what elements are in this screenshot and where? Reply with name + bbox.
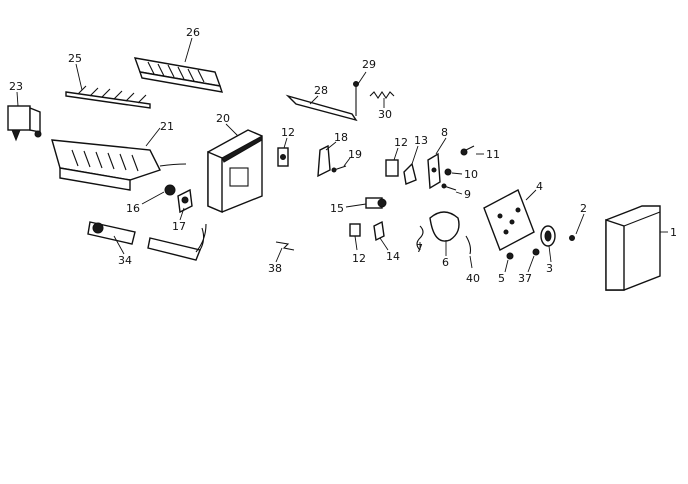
callout-23: 23 bbox=[9, 80, 23, 93]
part-38-clip bbox=[275, 241, 295, 263]
callout-37: 37 bbox=[518, 272, 532, 285]
callout-17: 17 bbox=[172, 220, 186, 233]
callout-34: 34 bbox=[118, 254, 132, 267]
callout-15: 15 bbox=[330, 202, 344, 215]
callout-6: 6 bbox=[442, 256, 449, 269]
callout-12-b: 12 bbox=[394, 136, 408, 149]
part-30-spring bbox=[369, 91, 395, 108]
part-12-switch-b bbox=[385, 147, 399, 177]
callout-8: 8 bbox=[441, 126, 448, 139]
part-14-clip bbox=[373, 220, 389, 251]
callout-19: 19 bbox=[348, 148, 362, 161]
part-12-switch-a bbox=[277, 137, 289, 167]
part-10-pin bbox=[444, 168, 463, 176]
part-34-fill-cup bbox=[87, 221, 207, 261]
part-7-spring bbox=[416, 225, 424, 251]
part-26-ejector bbox=[133, 37, 224, 93]
part-8-bracket bbox=[427, 137, 447, 190]
part-28-arm bbox=[285, 94, 358, 122]
callout-16: 16 bbox=[126, 202, 140, 215]
callout-3: 3 bbox=[546, 262, 553, 275]
part-1-cover bbox=[605, 205, 668, 291]
callout-30: 30 bbox=[378, 108, 392, 121]
callout-12-c: 12 bbox=[352, 252, 366, 265]
callout-28: 28 bbox=[314, 84, 328, 97]
part-3-gear bbox=[540, 225, 556, 263]
part-9-screw bbox=[441, 183, 463, 195]
callout-21: 21 bbox=[160, 120, 174, 133]
callout-4: 4 bbox=[536, 180, 543, 193]
part-29-shaft bbox=[353, 71, 367, 116]
part-18-linkage bbox=[317, 141, 337, 178]
callout-20: 20 bbox=[216, 112, 230, 125]
part-6-cam bbox=[429, 211, 460, 256]
callout-2: 2 bbox=[580, 202, 587, 215]
part-15-shaft bbox=[345, 197, 387, 209]
part-12-switch-c bbox=[349, 223, 361, 251]
part-37-screw bbox=[527, 248, 540, 273]
callout-38: 38 bbox=[268, 262, 282, 275]
callout-10: 10 bbox=[464, 168, 478, 181]
callout-1: 1 bbox=[670, 226, 677, 239]
callout-12-a: 12 bbox=[281, 126, 295, 139]
part-5-screw bbox=[504, 252, 514, 273]
part-2-screw bbox=[569, 213, 585, 241]
callout-14: 14 bbox=[386, 250, 400, 263]
part-40-wire bbox=[465, 235, 473, 269]
part-11-screw bbox=[460, 145, 484, 156]
callout-11: 11 bbox=[486, 148, 500, 161]
part-4-plate bbox=[483, 189, 537, 251]
callout-18: 18 bbox=[334, 131, 348, 144]
part-25-rake bbox=[65, 63, 151, 109]
part-16-gear bbox=[141, 184, 176, 205]
part-21-mold bbox=[51, 127, 187, 191]
part-23-valve bbox=[7, 91, 42, 142]
callout-labels: 1 2 3 4 5 6 7 8 9 10 11 12 12 12 13 14 1… bbox=[9, 26, 677, 285]
callout-25: 25 bbox=[68, 52, 82, 65]
part-19-screw bbox=[331, 157, 351, 173]
part-17-fitting bbox=[177, 188, 193, 221]
part-20-housing bbox=[207, 123, 263, 214]
callout-29: 29 bbox=[362, 58, 376, 71]
callout-5: 5 bbox=[498, 272, 505, 285]
callout-40: 40 bbox=[466, 272, 480, 285]
part-13-lever bbox=[403, 145, 419, 185]
callout-7: 7 bbox=[416, 242, 423, 255]
callout-26: 26 bbox=[186, 26, 200, 39]
callout-13: 13 bbox=[414, 134, 428, 147]
callout-9: 9 bbox=[464, 188, 471, 201]
